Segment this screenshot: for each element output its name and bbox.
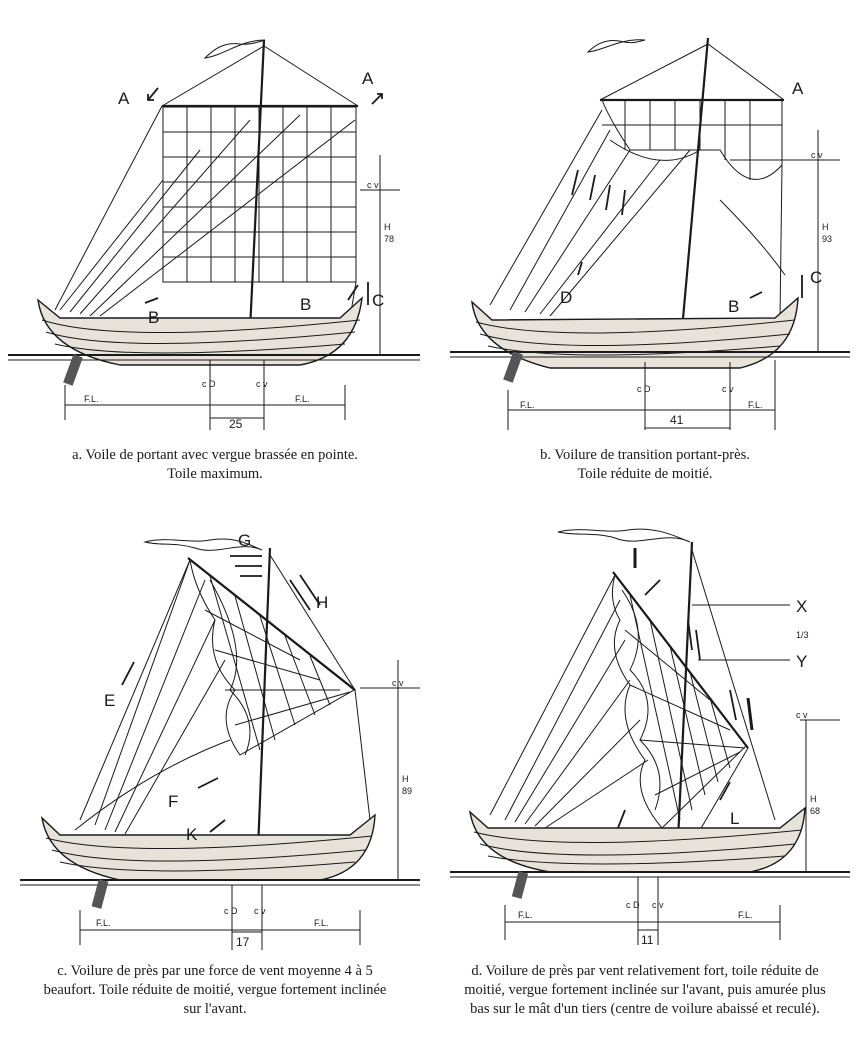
- mark-h-value: 93: [822, 234, 832, 244]
- boat-diagram-d: X Y L 1/3 c v H 68 c D c v F.L. F.L. 11: [450, 528, 850, 947]
- mark-width: 11: [641, 933, 654, 947]
- mark-cv-bottom: c v: [256, 379, 268, 389]
- label-c: C: [810, 268, 822, 287]
- label-a: A: [792, 79, 804, 98]
- mark-cd: c D: [637, 384, 651, 394]
- mark-width: 17: [236, 935, 250, 949]
- label-e: E: [104, 691, 115, 710]
- mark-cv-top: c v: [811, 150, 823, 160]
- mark-fl-left: F.L.: [96, 918, 111, 928]
- label-d: D: [560, 288, 572, 307]
- boat-diagram-c: G H E F K c v H 89 c D c v F.L. F.L. 17: [20, 531, 420, 950]
- label-c: C: [372, 291, 384, 310]
- panel-c: G H E F K c v H 89 c D c v F.L. F.L. 17 …: [0, 520, 430, 1040]
- caption-a-line2: Toile maximum.: [167, 466, 263, 482]
- mark-fraction: 1/3: [796, 630, 809, 640]
- label-k: K: [186, 825, 198, 844]
- label-b: B: [728, 297, 739, 316]
- label-b-right: B: [300, 295, 311, 314]
- panel-a: A A B B C c v H 78 c D c v F.L. F.L. 25 …: [0, 0, 430, 520]
- caption-c-line3: sur l'avant.: [183, 1001, 247, 1017]
- mark-fl-right: F.L.: [314, 918, 329, 928]
- label-f: F: [168, 792, 178, 811]
- mark-cv-top: c v: [392, 678, 404, 688]
- caption-a: a. Voile de portant avec vergue brassée …: [10, 446, 420, 484]
- mark-cd: c D: [224, 906, 238, 916]
- label-a-right: A: [362, 69, 374, 88]
- boat-diagram-b: A B C D c v H 93 c D c v F.L. F.L. 41: [450, 37, 850, 430]
- caption-c-line1: c. Voilure de près par une force de vent…: [57, 963, 373, 979]
- caption-d-line2: moitié, vergue fortement inclinée sur l'…: [464, 982, 826, 998]
- label-g: G: [238, 531, 251, 550]
- mark-cv-bottom: c v: [722, 384, 734, 394]
- mark-fl-right: F.L.: [738, 910, 753, 920]
- mark-h-value: 68: [810, 806, 820, 816]
- mark-fl-left: F.L.: [520, 400, 535, 410]
- caption-c-line2: beaufort. Toile réduite de moitié, vergu…: [43, 982, 387, 998]
- label-a-left: A: [118, 89, 130, 108]
- mark-h-label: H: [822, 222, 829, 232]
- label-h: H: [316, 593, 328, 612]
- caption-d: d. Voilure de près par vent relativement…: [440, 962, 850, 1019]
- mark-h-value: 89: [402, 786, 412, 796]
- label-l: L: [730, 809, 739, 828]
- mark-cv-top: c v: [796, 710, 808, 720]
- caption-b: b. Voilure de transition portant-près. T…: [440, 446, 850, 484]
- mark-h-label: H: [402, 774, 409, 784]
- mark-h-value: 78: [384, 234, 394, 244]
- caption-d-line1: d. Voilure de près par vent relativement…: [471, 963, 819, 979]
- mark-cd: c D: [202, 379, 216, 389]
- mark-width: 25: [229, 417, 243, 431]
- caption-c: c. Voilure de près par une force de vent…: [10, 962, 420, 1019]
- panel-b: A B C D c v H 93 c D c v F.L. F.L. 41 b.…: [430, 0, 860, 520]
- mark-fl-left: F.L.: [518, 910, 533, 920]
- mark-fl-right: F.L.: [748, 400, 763, 410]
- mark-cv-top: c v: [367, 180, 379, 190]
- mark-fl-left: F.L.: [84, 394, 99, 404]
- mark-cv-bottom: c v: [652, 900, 664, 910]
- caption-a-line1: a. Voile de portant avec vergue brassée …: [72, 447, 358, 463]
- label-b-left: B: [148, 308, 159, 327]
- mark-cd: c D: [626, 900, 640, 910]
- mark-width: 41: [670, 413, 684, 427]
- label-y: Y: [796, 652, 807, 671]
- caption-d-line3: bas sur le mât d'un tiers (centre de voi…: [470, 1001, 820, 1017]
- caption-b-line2: Toile réduite de moitié.: [577, 466, 713, 482]
- mark-fl-right: F.L.: [295, 394, 310, 404]
- caption-b-line1: b. Voilure de transition portant-près.: [540, 447, 750, 463]
- mark-h-label: H: [810, 794, 817, 804]
- mark-h-label: H: [384, 222, 391, 232]
- label-x: X: [796, 597, 807, 616]
- panel-d: X Y L 1/3 c v H 68 c D c v F.L. F.L. 11 …: [430, 520, 860, 1040]
- boat-diagram-a: A A B B C c v H 78 c D c v F.L. F.L. 25: [8, 39, 420, 431]
- mark-cv-bottom: c v: [254, 906, 266, 916]
